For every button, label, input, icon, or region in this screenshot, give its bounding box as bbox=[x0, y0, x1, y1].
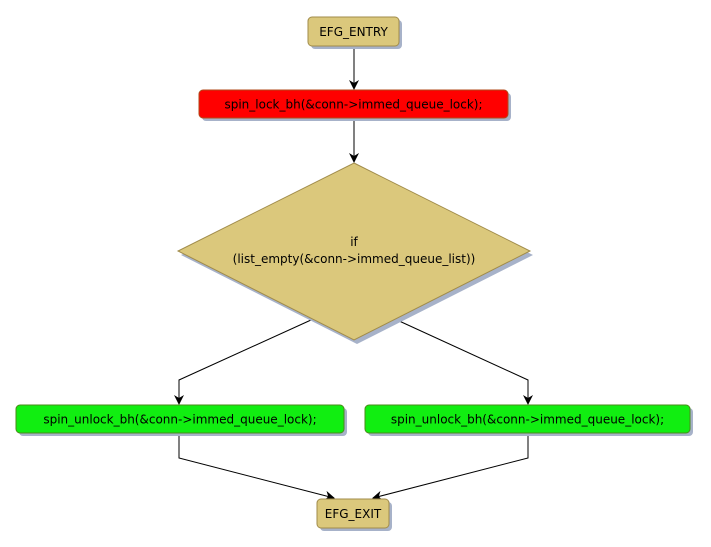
node-box bbox=[307, 16, 400, 47]
node-box bbox=[198, 89, 509, 119]
node-decision[interactable]: if (list_empty(&conn->immed_queue_list)) bbox=[176, 162, 533, 344]
node-box bbox=[316, 498, 390, 529]
edge-unlock-left-to-exit bbox=[178, 434, 335, 501]
edges bbox=[174, 47, 533, 501]
node-exit[interactable]: EFG_EXIT bbox=[316, 498, 392, 531]
edge-unlock-right-to-exit bbox=[372, 434, 529, 501]
node-label: EFG_ENTRY bbox=[319, 25, 388, 39]
decision-label-line2: (list_empty(&conn->immed_queue_list)) bbox=[233, 252, 476, 266]
node-label: spin_lock_bh(&conn->immed_queue_lock); bbox=[224, 98, 482, 112]
node-box bbox=[364, 404, 691, 434]
node-spin-lock[interactable]: spin_lock_bh(&conn->immed_queue_lock); bbox=[198, 89, 511, 121]
node-spin-unlock-left[interactable]: spin_unlock_bh(&conn->immed_queue_lock); bbox=[15, 404, 347, 436]
decision-label-line1: if bbox=[350, 235, 358, 249]
edge-decision-to-unlock-left bbox=[174, 319, 312, 405]
edge-decision-to-unlock-right bbox=[396, 319, 533, 405]
node-spin-unlock-right[interactable]: spin_unlock_bh(&conn->immed_queue_lock); bbox=[364, 404, 693, 436]
node-label: spin_unlock_bh(&conn->immed_queue_lock); bbox=[43, 413, 316, 427]
node-label: EFG_EXIT bbox=[325, 507, 382, 521]
node-entry[interactable]: EFG_ENTRY bbox=[307, 16, 402, 49]
decision-diamond bbox=[176, 162, 532, 341]
node-label: spin_unlock_bh(&conn->immed_queue_lock); bbox=[391, 413, 664, 427]
node-box bbox=[15, 404, 345, 434]
